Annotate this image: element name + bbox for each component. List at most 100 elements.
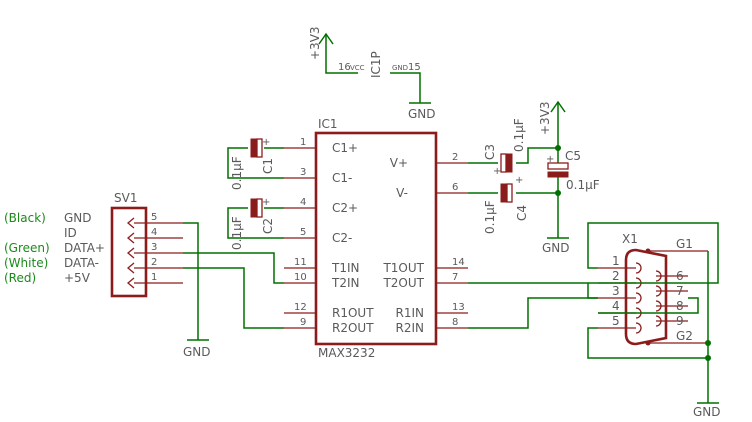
ic1-pin-r2in: R2IN <box>396 321 425 335</box>
wire-x1-pin3 <box>587 283 598 299</box>
ic1p-gnd-text: GND <box>408 107 436 121</box>
wire-t2out <box>468 222 719 284</box>
ic1-pin-num-7: 7 <box>452 272 458 283</box>
ic1p-vcc-pin: 16 <box>338 62 351 73</box>
ic1-pin-num-4: 4 <box>300 197 306 208</box>
sv1-color-red: (Red) <box>4 271 36 285</box>
ic1-pin-c2plus: C2+ <box>332 201 358 215</box>
power-supply-3v3-top: +3V3 <box>308 26 334 60</box>
x1-pin-num-7: 7 <box>676 284 684 298</box>
sv1-signal-id: ID <box>64 226 77 240</box>
capacitor-c2: + C2 0.1µF <box>227 197 284 250</box>
c4-name: C4 <box>515 205 529 221</box>
gnd-label-sv1: GND <box>183 345 211 359</box>
c1-value: 0.1µF <box>230 156 244 190</box>
sv1-name: SV1 <box>114 191 137 205</box>
ic1-pin-num-6: 6 <box>452 182 458 193</box>
wire-data-plus <box>183 252 284 284</box>
c5-name: C5 <box>565 149 581 163</box>
ic1-pin-num-8: 8 <box>452 317 458 328</box>
wire-r2in <box>468 297 598 329</box>
sv1-pin-num-2: 2 <box>151 257 157 268</box>
ic1: IC1 MAX3232 C1+ C1- C2+ C2- T1IN T2IN R1… <box>284 117 468 360</box>
capacitor-c1: + C1 0.1µF <box>227 137 284 190</box>
sv1-header: SV1 5 4 3 2 1 GND ID DATA+ DATA- +5V (Bl… <box>4 191 183 298</box>
sv1-color-green: (Green) <box>4 241 50 255</box>
wire-x1-pin4-8 <box>598 297 699 314</box>
supply-label-right: +3V3 <box>538 101 552 135</box>
x1-pin-num-5: 5 <box>612 314 620 328</box>
ic1-name: IC1 <box>318 117 338 131</box>
power-supply-3v3-right: +3V3 <box>538 100 566 135</box>
c4-value: 0.1µF <box>483 200 497 234</box>
ic1-pin-r1in: R1IN <box>396 306 425 320</box>
ic1-pin-t2out: T2OUT <box>382 276 424 290</box>
x1-shield-g1: G1 <box>676 237 693 251</box>
ic1-pin-r2out: R2OUT <box>332 321 374 335</box>
ic1-pin-c1minus: C1- <box>332 171 352 185</box>
sv1-signal-5v: +5V <box>64 271 91 285</box>
ic1-pin-num-10: 10 <box>294 272 307 283</box>
capacitor-c3: + C3 0.1µF <box>468 118 558 177</box>
ic1-pin-t2in: T2IN <box>331 276 359 290</box>
junction-dot <box>555 145 561 151</box>
ic1-pin-num-11: 11 <box>294 257 307 268</box>
ic1-pin-c2minus: C2- <box>332 231 352 245</box>
ic1p-name: IC1P <box>369 51 383 78</box>
junction-dot <box>705 340 711 346</box>
ic1-pin-c1plus: C1+ <box>332 141 358 155</box>
capacitor-c4: + 0.1µF C4 <box>468 175 558 234</box>
c5-polarity: + <box>546 154 554 165</box>
x1-pin-num-4: 4 <box>612 299 620 313</box>
sv1-pin-num-4: 4 <box>151 227 157 238</box>
c1-name: C1 <box>261 158 275 174</box>
x1-pin-num-8: 8 <box>676 299 684 313</box>
ic1-pin-num-1: 1 <box>300 137 306 148</box>
ic1p-gnd-label: GND <box>392 64 408 72</box>
c3-name: C3 <box>483 144 497 160</box>
ic1-pin-t1in: T1IN <box>331 261 359 275</box>
ic1-pin-num-2: 2 <box>452 152 458 163</box>
gnd-label-c5: GND <box>542 241 570 255</box>
junction-dot <box>705 355 711 361</box>
c4-polarity: + <box>515 175 523 186</box>
sv1-color-black: (Black) <box>4 211 46 225</box>
wire-sv1-gnd <box>183 222 199 340</box>
sv1-color-white: (White) <box>4 256 48 270</box>
c1-polarity: + <box>262 137 270 148</box>
x1-pin-num-2: 2 <box>612 269 620 283</box>
x1-db9-connector: X1 1 2 3 4 5 6 7 8 9 <box>598 232 708 346</box>
x1-pin-num-6: 6 <box>676 269 684 283</box>
c2-name: C2 <box>261 218 275 234</box>
x1-name: X1 <box>622 232 638 246</box>
ic1p-vcc-label: VCC <box>350 64 365 72</box>
x1-shield-g2: G2 <box>676 329 693 343</box>
ic1-pin-num-9: 9 <box>300 317 306 328</box>
ic1-value: MAX3232 <box>318 346 375 360</box>
capacitor-c5: + C5 0.1µF <box>546 112 600 238</box>
c3-value: 0.1µF <box>512 118 526 152</box>
sv1-pin-num-1: 1 <box>151 272 157 283</box>
sv1-pin-num-3: 3 <box>151 242 157 253</box>
ic1-pin-vplus: V+ <box>390 156 408 170</box>
ic1-pin-num-3: 3 <box>300 167 306 178</box>
ground-symbol-c5: GND <box>542 237 570 255</box>
ic1-pin-num-13: 13 <box>452 302 465 313</box>
ic1-pin-num-14: 14 <box>452 257 465 268</box>
sv1-signal-data-minus: DATA- <box>64 256 99 270</box>
c5-value: 0.1µF <box>566 178 600 192</box>
ic1-pin-t1out: T1OUT <box>382 261 424 275</box>
x1-pin-num-1: 1 <box>612 254 620 268</box>
gnd-label-x1: GND <box>693 405 721 419</box>
sv1-pin-num-5: 5 <box>151 212 157 223</box>
c3-polarity: + <box>493 166 501 177</box>
x1-pin-num-3: 3 <box>612 284 620 298</box>
ic1-pin-num-12: 12 <box>294 302 307 313</box>
ic1p: 16 VCC GND 15 IC1P GND <box>325 50 436 121</box>
supply-label-top: +3V3 <box>308 26 322 60</box>
ic1-pin-vminus: V- <box>396 186 408 200</box>
sv1-signal-data-plus: DATA+ <box>64 241 105 255</box>
junction-dot <box>555 190 561 196</box>
x1-pin-num-9: 9 <box>676 314 684 328</box>
